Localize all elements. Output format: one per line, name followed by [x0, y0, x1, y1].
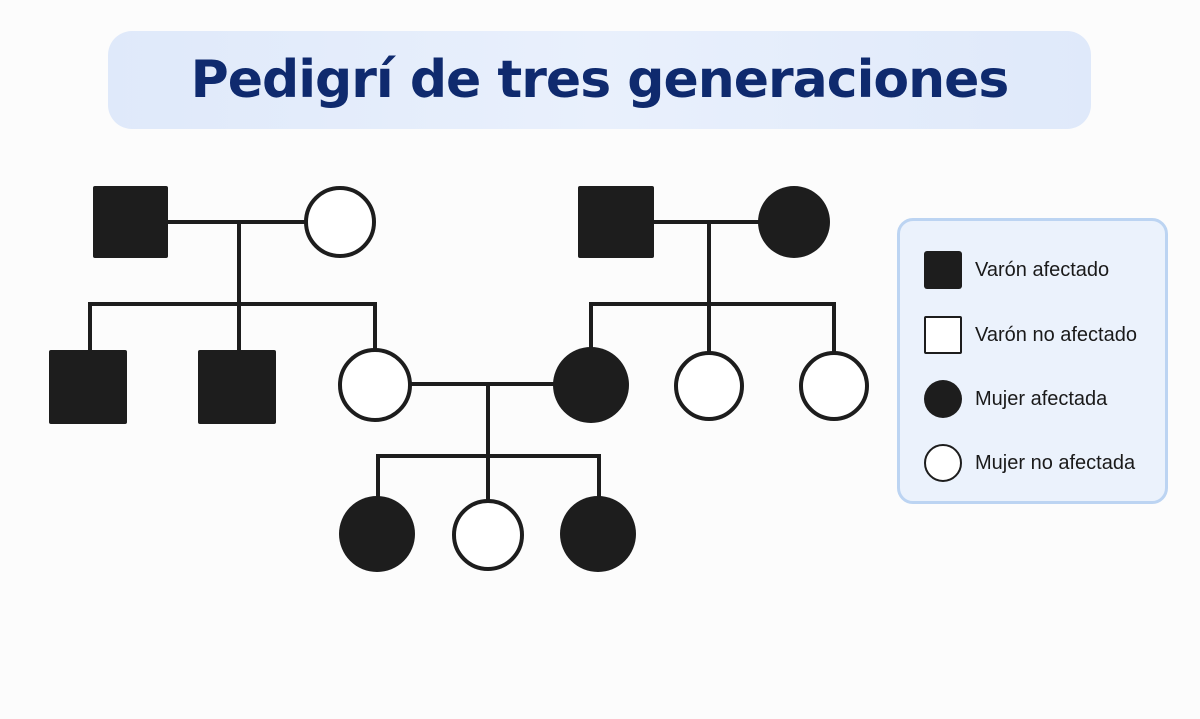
page-title: Pedigrí de tres generaciones — [190, 50, 1010, 110]
affected-male-symbol — [49, 350, 127, 424]
legend-label: Varón afectado — [975, 258, 1110, 281]
legend-label: Varón no afectado — [975, 323, 1137, 346]
affected-female-symbol — [553, 347, 629, 423]
title-banner: Pedigrí de tres generaciones — [108, 31, 1091, 129]
legend-item-unaffected-male: Varón no afectado — [924, 315, 1137, 355]
unaffected-female-symbol — [304, 186, 376, 258]
legend-item-affected-male: Varón afectado — [924, 250, 1109, 290]
empty-circle-icon — [924, 444, 962, 482]
affected-male-symbol — [93, 186, 168, 258]
connector-lines — [88, 220, 836, 502]
legend-item-unaffected-female: Mujer no afectada — [924, 443, 1135, 483]
legend-label: Mujer no afectada — [975, 451, 1136, 474]
generation-1 — [93, 186, 830, 258]
filled-square-icon — [924, 251, 962, 289]
unaffected-female-symbol — [452, 499, 524, 571]
unaffected-female-symbol — [799, 351, 869, 421]
unaffected-female-symbol — [338, 348, 412, 422]
generation-3 — [339, 496, 636, 572]
generation-2 — [49, 347, 869, 424]
legend: Varón afectado Varón no afectado Mujer a… — [897, 218, 1168, 504]
legend-label: Mujer afectada — [975, 387, 1108, 410]
affected-male-symbol — [198, 350, 276, 424]
empty-square-icon — [924, 316, 962, 354]
affected-female-symbol — [560, 496, 636, 572]
unaffected-female-symbol — [674, 351, 744, 421]
affected-female-symbol — [758, 186, 830, 258]
affected-male-symbol — [578, 186, 654, 258]
filled-circle-icon — [924, 380, 962, 418]
affected-female-symbol — [339, 496, 415, 572]
legend-item-affected-female: Mujer afectada — [924, 379, 1107, 419]
